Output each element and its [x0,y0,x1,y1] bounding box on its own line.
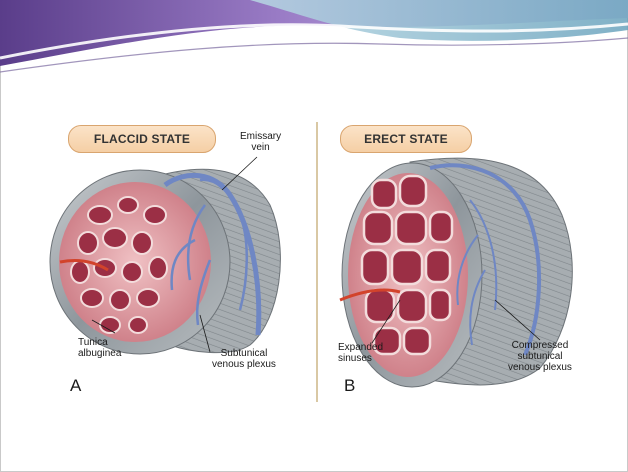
panel-letter-b: B [344,376,356,395]
flaccid-cross-section [49,168,281,355]
header-swoosh-decoration [0,0,628,73]
flaccid-state-label: FLACCID STATE [68,125,216,153]
tunica-albuginea-label: Tunica albuginea [78,337,122,359]
panel-letter-a: A [70,376,82,395]
emissary-vein-label: Emissary vein [240,131,282,153]
compressed-subtunical-venous-plexus-label: Compressed subtunical venous plexus [508,340,572,373]
erect-state-label: ERECT STATE [340,125,472,153]
expanded-sinuses-label: Expanded sinuses [338,342,384,364]
callout-leader-lines [91,156,541,353]
erect-cross-section [339,157,573,388]
subtunical-venous-plexus-label: Subtunical venous plexus [212,348,276,370]
panel-divider [316,122,318,402]
